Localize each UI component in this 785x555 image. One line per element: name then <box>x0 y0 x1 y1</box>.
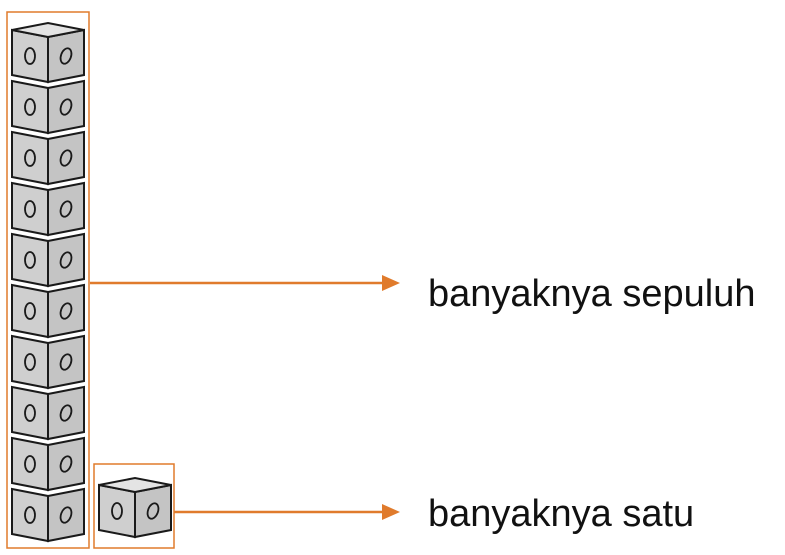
cube-right-mark <box>59 404 73 422</box>
highlight-frames <box>6 11 175 549</box>
cube-left-mark <box>24 353 36 371</box>
cube-left-face <box>11 487 49 543</box>
cube-right-mark <box>59 47 73 65</box>
ones-arrow <box>174 504 400 520</box>
cube-left-mark <box>24 149 36 167</box>
rod-cube <box>11 181 85 237</box>
cube-left-face <box>11 232 49 288</box>
rod-cube <box>11 487 85 543</box>
cube-left-face <box>11 130 49 186</box>
cube-right-face <box>47 181 85 237</box>
cube-right-face <box>47 334 85 390</box>
cube-left-mark <box>24 506 36 524</box>
tens-rod <box>11 21 85 543</box>
cube-left-face <box>11 283 49 339</box>
ones-frame <box>93 463 175 549</box>
cube-left-mark <box>24 302 36 320</box>
cube-right-mark <box>59 149 73 167</box>
cube-left-mark <box>24 251 36 269</box>
cube-left-face <box>11 28 49 84</box>
cube-left-face <box>11 385 49 441</box>
cube-left-mark <box>111 502 123 520</box>
cube-left-face <box>11 181 49 237</box>
label-arrows <box>90 275 400 520</box>
cube-left-mark <box>24 98 36 116</box>
ones-cube <box>98 476 172 539</box>
ones-label: banyaknya satu <box>428 493 695 535</box>
cube-right-face <box>134 483 172 539</box>
rod-cube <box>11 21 85 84</box>
rod-cube <box>11 283 85 339</box>
arrow-head <box>382 504 400 520</box>
cube-right-mark <box>59 302 73 320</box>
cube-right-face <box>47 487 85 543</box>
cube-right-face <box>47 79 85 135</box>
cube-left-mark <box>24 404 36 422</box>
cube-right-mark <box>59 455 73 473</box>
cube-left-face <box>11 436 49 492</box>
cube-right-mark <box>59 506 73 524</box>
unit-cube <box>98 476 172 539</box>
cube-right-face <box>47 385 85 441</box>
cube-right-mark <box>59 98 73 116</box>
cube-left-mark <box>24 200 36 218</box>
cube-left-face <box>11 79 49 135</box>
rod-cube <box>11 232 85 288</box>
cube-left-face <box>98 483 136 539</box>
cube-right-face <box>47 28 85 84</box>
tens-frame <box>6 11 90 549</box>
cube-left-mark <box>24 455 36 473</box>
tens-label: banyaknya sepuluh <box>428 273 756 315</box>
cube-right-mark <box>146 502 160 520</box>
rod-cube <box>11 334 85 390</box>
rod-cube <box>11 385 85 441</box>
rod-cube <box>11 130 85 186</box>
arrow-head <box>382 275 400 291</box>
cube-right-face <box>47 436 85 492</box>
cube-right-mark <box>59 353 73 371</box>
cube-left-mark <box>24 47 36 65</box>
cube-left-face <box>11 334 49 390</box>
cube-right-face <box>47 232 85 288</box>
cube-top-face <box>98 476 172 494</box>
cube-right-face <box>47 130 85 186</box>
cube-right-face <box>47 283 85 339</box>
rod-cube <box>11 436 85 492</box>
tens-arrow <box>90 275 400 291</box>
rod-cube <box>11 79 85 135</box>
cube-right-mark <box>59 200 73 218</box>
cube-right-mark <box>59 251 73 269</box>
cube-top-face <box>11 21 85 39</box>
